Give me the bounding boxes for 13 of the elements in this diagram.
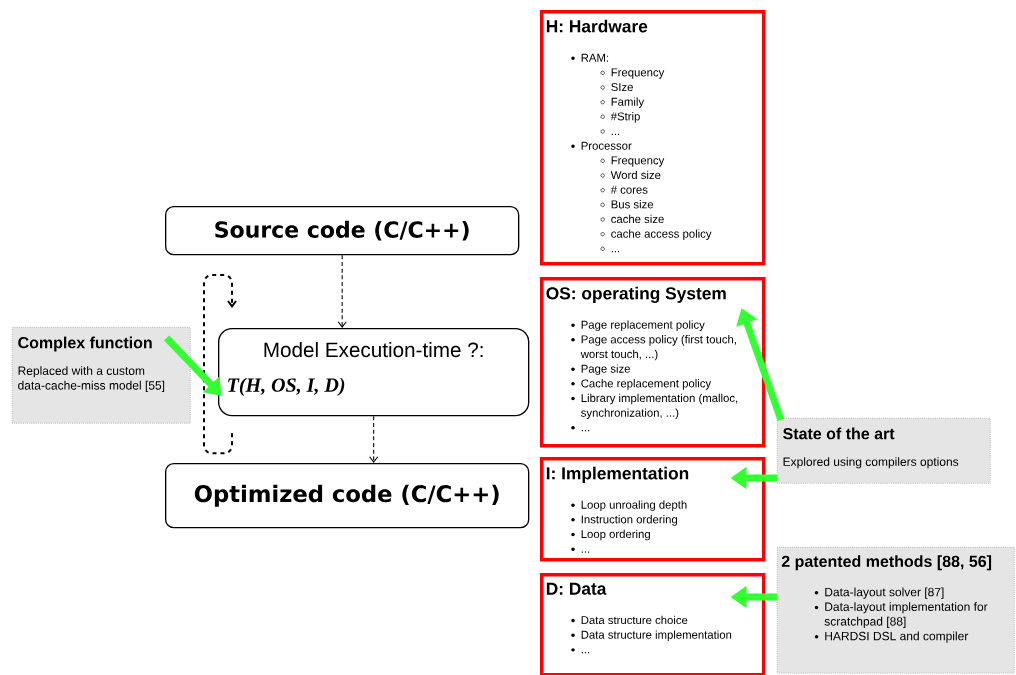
arrow	[203, 274, 237, 455]
process-box: Model Execution-time ?: T(H, OS, I, D)	[218, 328, 530, 417]
category-box: I: Implementation Loop unroaling depth Instruction ordering Loop ordering ...	[540, 457, 766, 562]
process-box: Source code (C/C++)	[165, 206, 520, 256]
note-box: Complex function Replaced with a custom data-cache-miss model [55]	[12, 327, 191, 424]
process-box: Optimized code (C/C++)	[165, 463, 530, 529]
category-box: H: Hardware RAM: Frequency SIze Family #Strip ... Processor Frequency Word size # cores Bus size cache size cache access policy ...	[540, 10, 766, 266]
note-box: State of the art Explored using compilers options	[777, 418, 991, 484]
arrow	[369, 415, 379, 463]
note-box: 2 patented methods [88, 56] Data-layout solver [87] Data-layout implementation for scratchpad [88] HARDSI DSL and compiler	[777, 547, 1015, 674]
category-box: OS: operating System Page replacement policy Page access policy (first touch, worst touch, ...) Page size Cache replacement policy Library implementation (malloc, synchronization, ...) ...	[540, 277, 766, 448]
category-box: D: Data Data structure choice Data structure implementation ...	[540, 573, 766, 675]
arrow	[337, 254, 347, 328]
